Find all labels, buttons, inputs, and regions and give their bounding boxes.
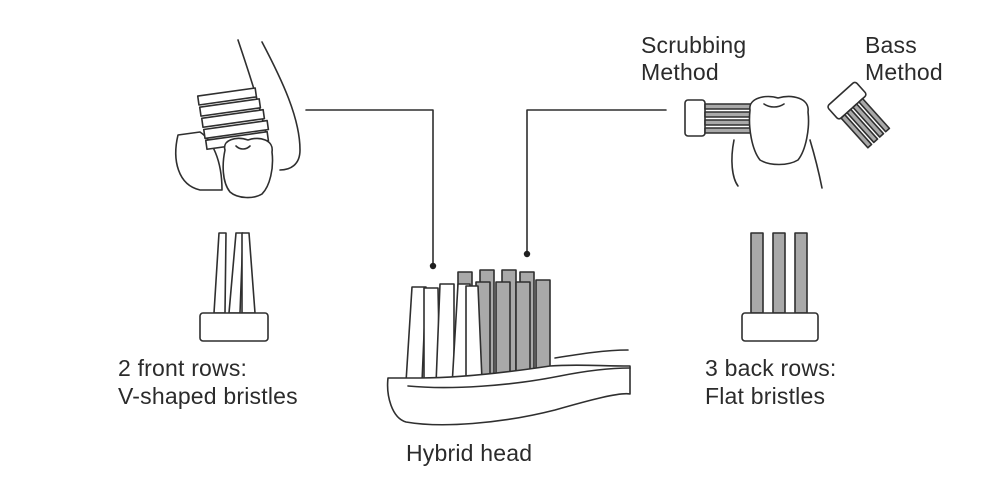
back-rows-label-line2: Flat bristles: [705, 383, 826, 409]
scrubbing-method-label-line2: Method: [641, 59, 719, 85]
hybrid-head-label: Hybrid head: [406, 440, 533, 466]
connector-front-to-head: [305, 109, 434, 267]
hybrid-head-illustration: [386, 269, 631, 426]
scrubbing-brush: [684, 99, 752, 137]
front-rows-label-line1: 2 front rows:: [118, 355, 248, 381]
scrubbing-method-label-line1: Scrubbing: [641, 32, 747, 58]
bass-brush: [827, 81, 891, 149]
back-rows-label-line1: 3 back rows:: [705, 355, 837, 381]
flat-bristles-illustration: [741, 232, 819, 342]
connector-back-dot: [523, 250, 531, 258]
front-rows-label-line2: V-shaped bristles: [118, 383, 298, 409]
front-brushing-illustration: [175, 39, 301, 199]
methods-illustration: [684, 81, 891, 189]
connector-back-to-head: [526, 109, 667, 255]
hybrid-v-bristles: [405, 283, 483, 387]
bass-method-label-line1: Bass: [865, 32, 917, 58]
v-shaped-bristles-illustration: [199, 232, 269, 342]
front-brush-bristle-bars: [196, 87, 270, 151]
bass-method-label-line2: Method: [865, 59, 943, 85]
connector-lines: [305, 109, 667, 270]
connector-front-dot: [429, 262, 437, 270]
